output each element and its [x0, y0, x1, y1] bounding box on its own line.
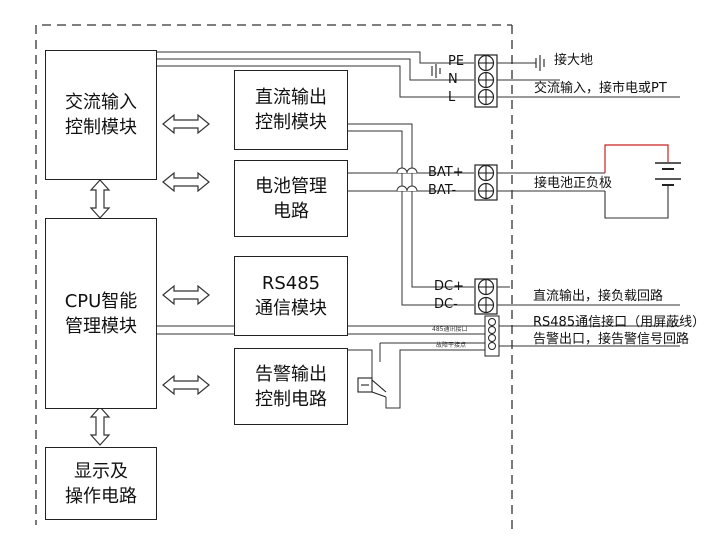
enclosure-dashed-border	[35, 24, 513, 530]
relay-icon	[357, 377, 387, 398]
desc-battery: 接电池正负极	[534, 176, 613, 191]
terminal-label-l: L	[448, 90, 456, 105]
desc-rs485: RS485通信接口（用屏蔽线）	[533, 315, 706, 330]
alarm-output-block: 告警输出 控制电路	[234, 348, 348, 425]
dc-output-control-block: 直流输出 控制模块	[234, 70, 348, 150]
dc-terminal-block	[474, 278, 498, 315]
rs485-communication-block: RS485 通信模块	[234, 256, 348, 336]
desc-ac-input: 交流输入，接市电或PT	[534, 81, 667, 96]
bat-terminal-block	[474, 164, 498, 201]
external-wires	[497, 62, 680, 347]
desc-dc-output: 直流输出，接负载回路	[533, 289, 664, 304]
signal-terminal-block	[484, 315, 500, 357]
battery-icon	[604, 144, 681, 219]
terminal-label-alarm-contact: 故障干接点	[436, 342, 467, 349]
cpu-management-block: CPU智能 管理模块	[45, 218, 157, 409]
ac-input-control-block: 交流输入 控制模块	[45, 50, 157, 180]
ac-wires	[157, 51, 474, 98]
terminal-label-bat-plus: BAT+	[428, 165, 464, 180]
terminal-label-dc-plus: DC+	[434, 279, 464, 294]
terminal-label-pe: PE	[448, 54, 465, 69]
battery-management-block: 电池管理 电路	[234, 160, 348, 237]
dc-output-wires	[348, 123, 474, 306]
ground-symbol-icon	[431, 64, 441, 78]
ac-terminal-block	[474, 54, 498, 108]
terminal-label-bat-minus: BAT-	[428, 183, 457, 198]
display-operation-block: 显示及 操作电路	[45, 447, 157, 520]
terminal-label-rs485-port: 485通讯接口	[432, 326, 468, 333]
desc-alarm: 告警出口，接告警信号回路	[533, 332, 690, 347]
earth-icon	[535, 55, 545, 71]
terminal-label-dc-minus: DC-	[434, 297, 458, 312]
terminal-label-n: N	[448, 72, 458, 87]
wire-crossovers	[396, 167, 418, 192]
desc-ground: 接大地	[554, 53, 594, 68]
